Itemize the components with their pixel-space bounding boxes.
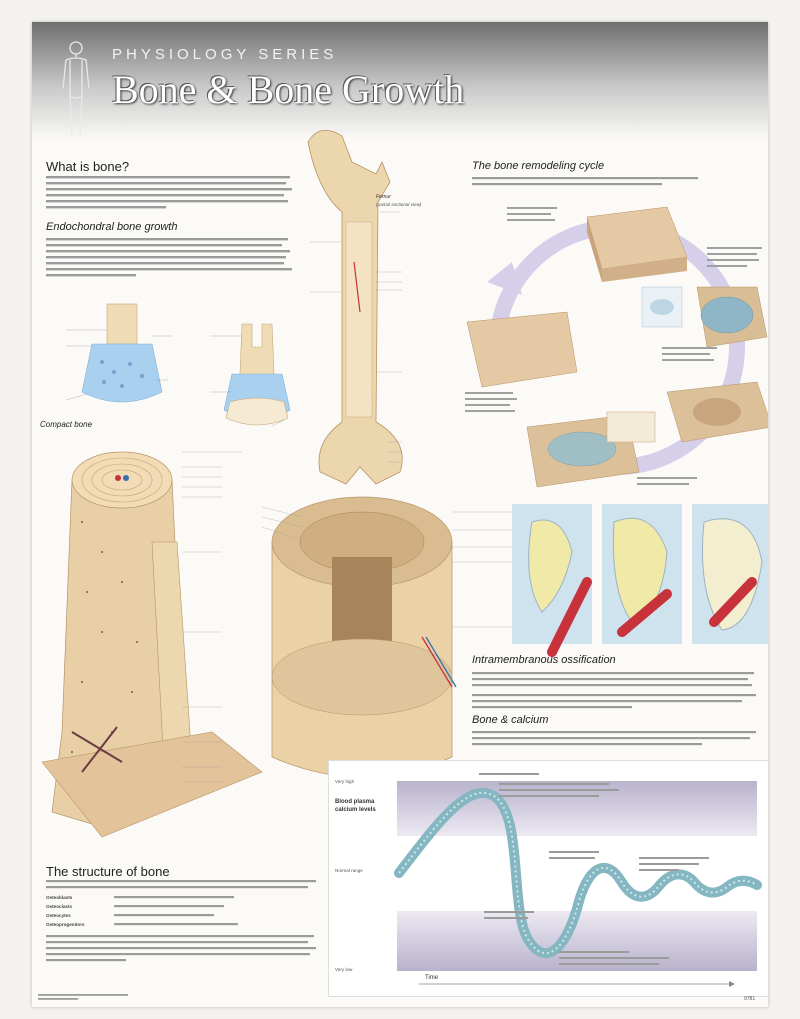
intramembranous-heading: Intramembranous ossification xyxy=(472,654,616,666)
intramembranous-text xyxy=(472,672,756,709)
what-is-bone-text xyxy=(46,176,292,209)
growth-plate-illustration xyxy=(65,303,291,427)
term-osteocytes: Osteocytes xyxy=(46,913,71,918)
time-axis-label: Time xyxy=(425,975,439,981)
footer-code: 9781 xyxy=(744,996,756,1002)
structure-text xyxy=(46,880,316,889)
level-very-low: Very low xyxy=(335,967,353,972)
page-title: Bone & Bone Growth xyxy=(112,67,465,112)
intramembranous-illustration xyxy=(452,504,768,657)
femur-illustration xyxy=(307,129,403,485)
structure-body-text xyxy=(46,935,316,962)
calcium-chart-plot xyxy=(394,773,762,987)
compact-bone-callouts xyxy=(182,451,242,783)
remodeling-heading: The bone remodeling cycle xyxy=(472,160,605,172)
bone-cross-section-illustration xyxy=(261,496,457,778)
remodeling-cycle-diagram xyxy=(465,206,768,488)
time-axis-arrow-icon xyxy=(729,981,735,987)
series-label: PHYSIOLOGY SERIES xyxy=(112,46,338,63)
structure-heading: The structure of bone xyxy=(46,864,170,879)
poster: PHYSIOLOGY SERIES Bone & Bone Growth Wha… xyxy=(32,22,768,1007)
calcium-chart: Very high Blood plasma calcium levels No… xyxy=(328,760,768,997)
term-osteoprogenitors: Osteoprogenitors xyxy=(46,922,85,927)
femur-sublabel: (partial sectional view) xyxy=(376,202,422,207)
chart-title-line-2: calcium levels xyxy=(335,807,376,813)
remodeling-text xyxy=(472,177,698,186)
term-osteoclasts: Osteoclasts xyxy=(46,904,73,909)
human-figure-icon xyxy=(62,41,90,137)
femur-label: Femur xyxy=(376,194,391,200)
header-banner: PHYSIOLOGY SERIES Bone & Bone Growth xyxy=(32,22,768,140)
what-is-bone-heading: What is bone? xyxy=(46,159,130,174)
compact-bone-heading: Compact bone xyxy=(40,420,93,429)
def-row-osteoblasts: Osteoblasts xyxy=(46,895,108,900)
calcium-text xyxy=(472,731,756,746)
def-row-osteoprogenitors: Osteoprogenitors xyxy=(46,922,108,927)
level-normal-range: Normal range xyxy=(335,868,363,873)
compact-bone-illustration xyxy=(41,451,263,838)
level-very-high: Very high xyxy=(335,779,355,784)
chart-title-line-1: Blood plasma xyxy=(335,799,375,805)
endochondral-text xyxy=(46,238,292,277)
term-osteoblasts: Osteoblasts xyxy=(46,895,73,900)
def-row-osteoclasts: Osteoclasts xyxy=(46,904,108,909)
calcium-heading: Bone & calcium xyxy=(472,714,549,726)
endochondral-heading: Endochondral bone growth xyxy=(46,221,178,233)
footer-copyright-text xyxy=(38,994,128,1000)
structure-definitions-text xyxy=(114,896,238,926)
def-row-osteocytes: Osteocytes xyxy=(46,913,108,918)
